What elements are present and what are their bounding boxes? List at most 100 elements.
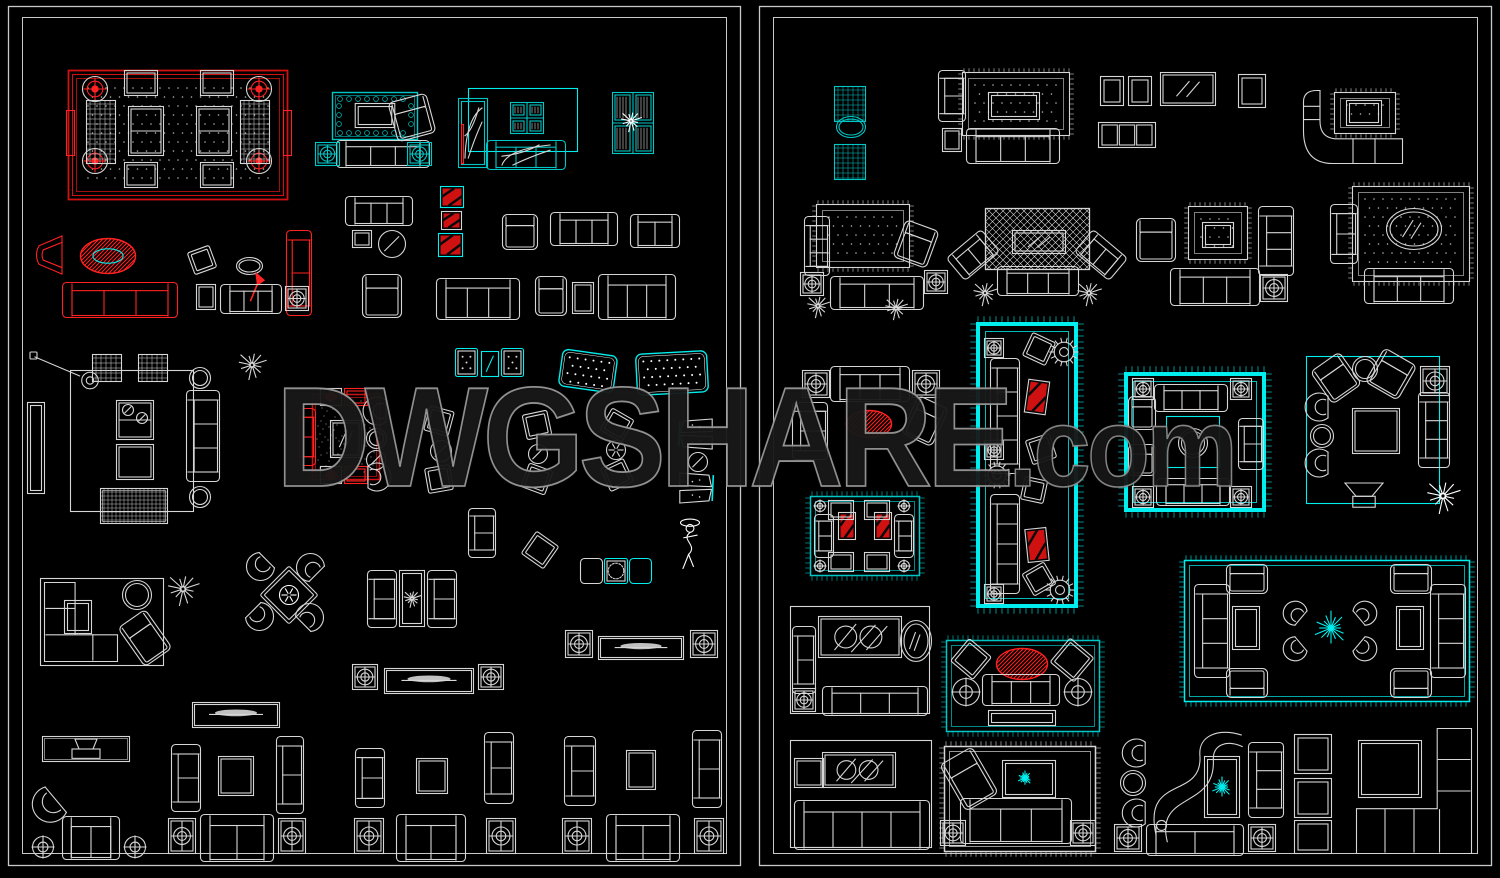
crossO-block: [897, 499, 911, 513]
crossSq-block: [799, 271, 825, 297]
stoolO-block: [188, 366, 212, 390]
glassO-block: [687, 451, 709, 473]
sofaV2-block: [691, 729, 723, 809]
stoolO-block: [365, 427, 388, 450]
redSq-block: [837, 511, 857, 541]
crossSq-block: [353, 817, 385, 855]
sofa3-block: [485, 139, 567, 171]
gridDense-block: [99, 487, 169, 525]
sofa1-block: [1389, 667, 1433, 699]
sofaV2-block: [893, 513, 915, 559]
crossSq-block: [1259, 273, 1289, 303]
plant-block: [885, 298, 908, 321]
sofa3-block: [219, 283, 283, 315]
crossSq-block: [923, 269, 949, 295]
sofa3-block: [597, 273, 677, 321]
trapTV-block: [1343, 482, 1385, 508]
stool-block: [600, 408, 634, 442]
redSq-block: [1023, 378, 1051, 416]
sofa3-block: [965, 127, 1061, 165]
leaf-block: [464, 107, 483, 159]
frame2-block: [1001, 759, 1057, 799]
sofaV2-block: [170, 743, 202, 813]
chairC-block: [244, 601, 275, 632]
stool-block: [521, 531, 559, 569]
crossSq-block: [477, 663, 505, 691]
tableS-block: [625, 749, 657, 791]
stool-block: [423, 405, 455, 437]
crossSq-block: [1131, 377, 1155, 401]
crossO-block: [1063, 677, 1093, 707]
grid-block: [91, 353, 123, 383]
sofa1-block: [902, 396, 948, 446]
sofaV2-block: [426, 569, 458, 629]
tableS-block: [863, 551, 891, 573]
sofa1-block: [501, 213, 539, 251]
oval-block: [235, 256, 264, 276]
sofa2-block: [1075, 230, 1127, 280]
stool-block: [1025, 433, 1057, 465]
stool-block: [260, 566, 318, 624]
tableS-block: [827, 499, 855, 521]
sofa2-block: [605, 813, 681, 863]
crossO-block: [123, 835, 147, 859]
chairC-block: [367, 462, 392, 492]
sofa2-block: [629, 213, 681, 249]
crossSq-block: [1419, 365, 1451, 397]
crossO-block: [951, 677, 981, 707]
frame-block: [65, 109, 76, 157]
sofa1-block: [1135, 217, 1177, 263]
stoolO-block: [1119, 769, 1147, 797]
sofa3-block: [829, 275, 925, 311]
glassO-block: [527, 443, 549, 465]
glassO-block: [121, 403, 135, 417]
stoolO-block: [1351, 355, 1379, 383]
frame2-block: [1203, 755, 1241, 819]
stoolO-block: [188, 485, 212, 509]
crossSq-block: [314, 141, 341, 167]
tableS-block: [199, 161, 235, 189]
chairC-block: [1121, 738, 1146, 768]
grid-block: [239, 99, 271, 165]
crossSq-block: [1131, 485, 1155, 509]
crossSq-block: [689, 629, 719, 659]
cabLamp-block: [41, 735, 131, 763]
crossSq-block: [561, 817, 593, 855]
flowerO-block: [278, 584, 300, 606]
cab4-block: [509, 101, 545, 135]
frame-block: [39, 577, 165, 667]
stool-block: [520, 462, 554, 496]
sofa1-block: [1389, 563, 1433, 595]
doorPlant-block: [398, 569, 426, 628]
lsofaR-block: [1355, 727, 1473, 855]
sofa3-block: [996, 265, 1080, 297]
cab1-block: [1293, 733, 1333, 775]
crossO-block: [813, 499, 827, 513]
rugXhatch-block: [984, 207, 1091, 271]
crossSq-block: [1069, 819, 1097, 847]
tableS-block: [863, 499, 891, 521]
stool-block: [424, 464, 454, 494]
stool-block: [521, 409, 553, 441]
crossSq-block: [351, 663, 379, 691]
target-block: [81, 75, 109, 103]
frame2-block: [987, 91, 1041, 121]
frame-block: [460, 123, 465, 165]
sofaV3-block: [1257, 205, 1295, 277]
plant-block: [1077, 283, 1102, 307]
sofa3-block: [1169, 267, 1261, 307]
rugDots-block: [1184, 202, 1252, 264]
sofa2-block: [199, 813, 275, 863]
rugFringeT-block: [970, 316, 1084, 614]
human-block: [679, 518, 701, 570]
frame2-block: [987, 709, 1057, 727]
ovalGlass-block: [899, 619, 933, 663]
tableS-block: [1351, 407, 1401, 455]
plantC-block: [1017, 770, 1031, 785]
crossSq-block: [564, 629, 594, 659]
panel-2-outer-border: [758, 5, 1493, 867]
sofa3-block: [829, 365, 911, 403]
sofaV2-block: [354, 747, 386, 809]
